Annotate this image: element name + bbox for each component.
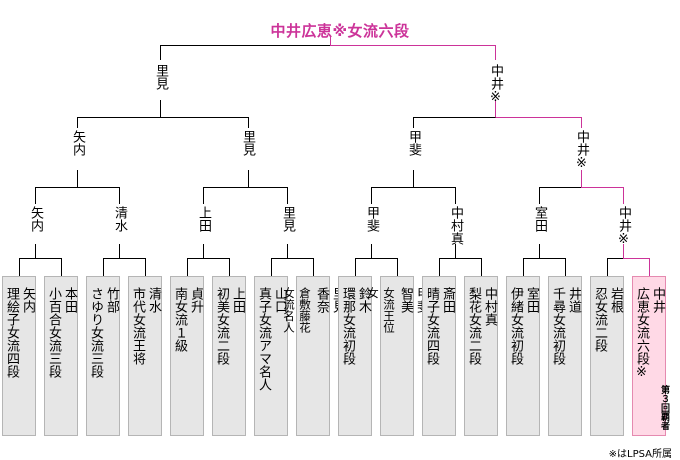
player-rank: 梨花女流二段: [466, 287, 481, 365]
player-rank: 忍女流二段: [592, 287, 607, 352]
player-box-8: 里見 香奈 倉敷藤花 女流名人: [282, 276, 345, 436]
player-rank: 晴子女流四段: [424, 287, 439, 365]
player-box-11: 斎田 晴子女流四段: [422, 276, 456, 436]
final-node-1: 中井※: [488, 64, 503, 105]
player-box-1: 矢内 理絵子女流四段: [2, 276, 36, 436]
player-box-4: 清水 市代女流王将: [128, 276, 162, 436]
player-name: 鈴木: [356, 287, 371, 313]
player-rank: 伊緒女流初段: [508, 287, 523, 365]
quarterfinal-node-5: 中村真: [448, 206, 463, 245]
quarterfinal-node-3: 里見: [280, 206, 295, 232]
player-rank: 初美女流二段: [214, 287, 229, 365]
player-box-12: 中村真 梨花女流二段: [464, 276, 498, 436]
previous-champion-note: 第３回覇者: [659, 385, 669, 430]
player-box-10: 甲斐 智美 女流王位 女: [366, 276, 429, 436]
quarterfinal-node-0: 矢内: [28, 206, 43, 232]
semifinal-node-3: 中井※: [574, 130, 589, 171]
player-rank: 理絵子女流四段: [4, 287, 19, 378]
player-name: 室田: [524, 287, 539, 313]
player-rank-line2: 女流王位: [382, 287, 396, 333]
player-rank-line3: 女流名人: [282, 287, 296, 333]
champion-title: 中井広恵※女流六段: [270, 22, 410, 40]
player-rank: さゆり女流三段: [88, 287, 103, 378]
semifinal-node-0: 矢内: [70, 130, 85, 156]
quarterfinal-node-6: 室田: [532, 206, 547, 232]
player-rank-line2: 倉敷藤花: [298, 287, 312, 333]
player-box-6: 上田 初美女流二段: [212, 276, 246, 436]
player-box-15: 岩根 忍女流二段: [590, 276, 624, 436]
player-box-9: 鈴木 環那女流初段: [338, 276, 372, 436]
player-rank: 香奈: [314, 287, 329, 313]
quarterfinal-node-7: 中井※: [616, 206, 631, 247]
quarterfinal-node-4: 甲斐: [364, 206, 379, 232]
player-rank: 広恵女流六段※: [634, 287, 649, 380]
player-name: 斎田: [440, 287, 455, 313]
player-rank: 市代女流王将: [130, 287, 145, 365]
player-rank: 千尋女流初段: [550, 287, 565, 365]
player-name: 本田: [62, 287, 77, 313]
player-box-14: 井道 千尋女流初段: [548, 276, 582, 436]
quarterfinal-node-2: 上田: [196, 206, 211, 232]
lpsa-footnote: ※はLPSA所属: [608, 449, 672, 460]
player-name: 岩根: [608, 287, 623, 313]
player-name: 上田: [230, 287, 245, 313]
player-box-3: 竹部 さゆり女流三段: [86, 276, 120, 436]
player-rank: 環那女流初段: [340, 287, 355, 365]
player-rank: 南女流１級: [172, 287, 187, 352]
player-name: 中井: [650, 287, 665, 313]
player-box-7: 山口 真子女流アマ名人: [254, 276, 288, 436]
semifinal-node-1: 里見: [240, 130, 255, 156]
player-rank-line3: 女: [366, 287, 380, 299]
player-name: 清水: [146, 287, 161, 313]
player-rank: 智美: [398, 287, 413, 313]
player-name: 中村真: [482, 287, 497, 326]
player-box-5: 貞升 南女流１級: [170, 276, 204, 436]
player-name: 貞升: [188, 287, 203, 313]
final-node-0: 里見: [153, 64, 168, 90]
player-box-2: 本田 小百合女流三段: [44, 276, 78, 436]
player-name: 山口: [272, 287, 287, 313]
player-rank: 真子女流アマ名人: [256, 287, 271, 391]
player-name: 井道: [566, 287, 581, 313]
player-box-16-champion: 中井 広恵女流六段※: [632, 276, 666, 436]
player-name: 矢内: [20, 287, 35, 313]
semifinal-node-2: 甲斐: [406, 130, 421, 156]
player-box-13: 室田 伊緒女流初段: [506, 276, 540, 436]
quarterfinal-node-1: 清水: [112, 206, 127, 232]
player-name: 竹部: [104, 287, 119, 313]
player-rank: 小百合女流三段: [46, 287, 61, 378]
